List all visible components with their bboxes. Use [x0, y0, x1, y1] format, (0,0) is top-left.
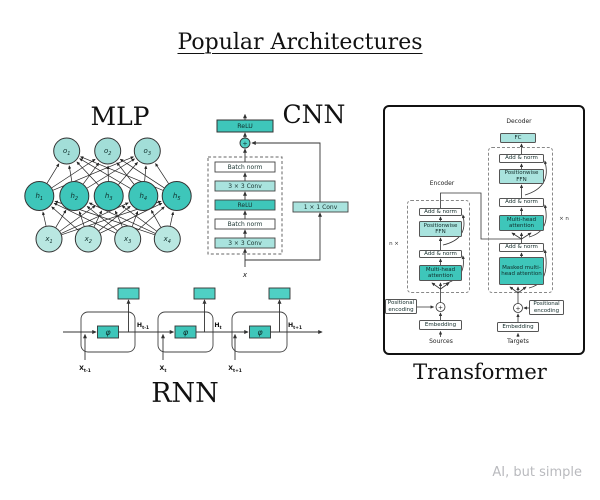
svg-text:o3: o3 [144, 147, 151, 157]
cnn-diagram: Batch norm 3 × 3 Conv ReLU Batch norm 3 … [207, 113, 349, 279]
svg-text:o2: o2 [104, 147, 111, 157]
decoder-dashed-box [488, 147, 553, 293]
cnn-arrows [242, 113, 323, 267]
svg-text:h2: h2 [70, 192, 78, 202]
decoder-add-norm-3: Add & norm [499, 154, 544, 163]
cnn-relu-inner: ReLU [237, 202, 252, 209]
svg-text:Ht+1: Ht+1 [288, 322, 302, 331]
rnn-phi-labels: φ φ φ [105, 328, 263, 337]
decoder-add-norm-2: Add & norm [499, 198, 544, 207]
cnn-output-relu-label: ReLU [237, 123, 253, 130]
svg-text:x3: x3 [123, 235, 131, 245]
encoder-positional-encoding: Positional encoding [385, 299, 417, 314]
cnn-output-relu-box [216, 119, 274, 133]
encoder-repeat-label: n × [389, 241, 399, 247]
svg-text:φ: φ [105, 328, 111, 337]
svg-text:Xt+1: Xt+1 [228, 365, 242, 374]
transformer-frame: + + Encoder n × Add & norm Positionwise … [383, 105, 585, 355]
encoder-multi-head-attention: Multi-head attention [419, 265, 462, 281]
svg-text:Ht: Ht [214, 322, 221, 331]
positional-add-icons: + + [435, 302, 523, 313]
mlp-label: MLP [90, 102, 150, 131]
cnn-batchnorm-1: Batch norm [228, 164, 263, 171]
cnn-stack-labels: Batch norm 3 × 3 Conv ReLU Batch norm 3 … [228, 164, 263, 247]
rnn-phi-boxes [97, 325, 271, 339]
cnn-add-label: + [242, 139, 247, 147]
decoder-multi-head-attention: Multi-head attention [499, 215, 544, 231]
decoder-positionwise-ffn: Positionwise FFN [499, 169, 544, 184]
cnn-batchnorm-2: Batch norm [228, 221, 263, 228]
decoder-embedding: Embedding [497, 322, 539, 332]
rnn-label: RNN [151, 378, 219, 409]
mlp-nodes: o1 o2 o3 h1 h2 h3 h4 h5 x1 x2 x3 x4 [24, 137, 192, 253]
cnn-label: CNN [282, 100, 346, 129]
rnn-output-boxes [117, 287, 291, 300]
decoder-masked-multi-head-attention: Masked multi-head attention [499, 257, 544, 285]
encoder-embedding: Embedding [419, 320, 462, 330]
svg-text:x4: x4 [163, 235, 171, 245]
cnn-stack [214, 161, 276, 249]
cnn-conv3x3-1: 3 × 3 Conv [228, 183, 262, 190]
svg-text:h4: h4 [139, 192, 147, 202]
svg-text:h1: h1 [35, 192, 43, 202]
mlp-edges [42, 156, 175, 236]
cnn-side-conv-box [292, 201, 349, 213]
decoder-add-norm-1: Add & norm [499, 243, 544, 252]
svg-text:+: + [515, 305, 520, 312]
svg-text:h3: h3 [105, 192, 113, 202]
encoder-input-label: Sources [429, 338, 453, 345]
decoder-repeat-label: × n [559, 216, 569, 222]
cnn-residual-dashed-box [207, 156, 283, 255]
transformer-label: Transformer [413, 360, 547, 384]
svg-text:φ: φ [257, 328, 263, 337]
decoder-fc: FC [500, 133, 536, 143]
rnn-x-labels: Xt-1 Xt Xt+1 [79, 365, 242, 374]
decoder-positional-encoding: Positional encoding [529, 300, 564, 315]
svg-text:o1: o1 [63, 147, 70, 157]
cnn-add-icon [239, 137, 251, 149]
svg-text:Xt: Xt [160, 365, 167, 374]
svg-text:φ: φ [183, 328, 189, 337]
svg-text:x2: x2 [84, 235, 92, 245]
decoder-input-label: Targets [507, 338, 529, 345]
watermark: AI, but simple [492, 465, 582, 480]
decoder-title: Decoder [506, 118, 532, 125]
encoder-add-norm-2: Add & norm [419, 208, 462, 216]
svg-text:h5: h5 [173, 192, 181, 202]
cnn-side-conv-label: 1 × 1 Conv [304, 204, 338, 211]
mlp-graph: o1 o2 o3 h1 h2 h3 h4 h5 x1 x2 x3 x4 [24, 137, 192, 253]
encoder-dashed-box [407, 200, 470, 293]
svg-text:Xt-1: Xt-1 [79, 365, 91, 374]
cnn-input-label: x [242, 271, 248, 279]
page-title: Popular Architectures [177, 30, 423, 55]
svg-text:+: + [438, 304, 443, 311]
cnn-conv3x3-2: 3 × 3 Conv [228, 240, 262, 247]
encoder-title: Encoder [429, 180, 455, 187]
rnn-diagram: φ φ φ Ht-1 Ht Ht+1 Xt-1 Xt Xt+1 [63, 287, 323, 374]
encoder-positionwise-ffn: Positionwise FFN [419, 221, 462, 237]
svg-text:x1: x1 [44, 235, 52, 245]
rnn-wires [63, 299, 323, 360]
svg-text:Ht-1: Ht-1 [137, 322, 149, 331]
encoder-add-norm-1: Add & norm [419, 250, 462, 258]
rnn-h-labels: Ht-1 Ht Ht+1 [137, 322, 302, 331]
